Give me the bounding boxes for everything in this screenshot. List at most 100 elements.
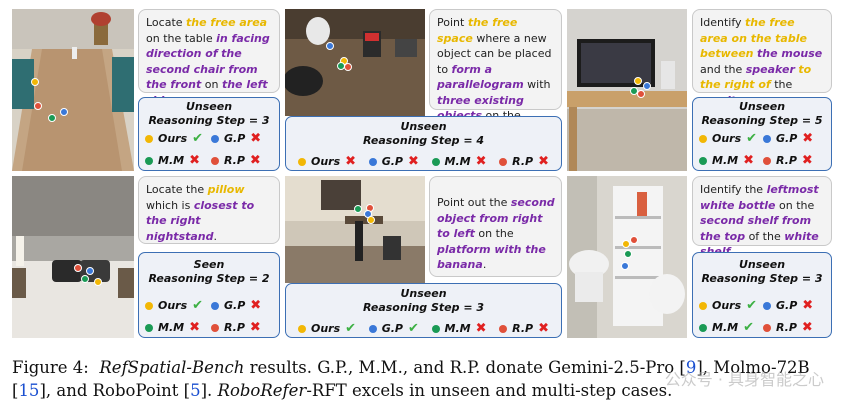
reasoning-step: Reasoning Step = 3 xyxy=(701,272,823,285)
instruction-text: Locate the xyxy=(146,183,208,196)
model-label: G.P xyxy=(776,132,798,145)
model-dot-icon xyxy=(145,156,153,165)
seen-status: Unseen xyxy=(400,120,447,133)
model-dot-icon xyxy=(145,134,153,143)
model-result: G.P✖ xyxy=(211,131,273,146)
citation-link[interactable]: 5 xyxy=(190,381,201,400)
prediction-markers xyxy=(31,78,68,122)
instruction-text: on the xyxy=(775,198,815,212)
model-result: R.P✖ xyxy=(763,153,825,168)
check-icon: ✔ xyxy=(407,321,419,336)
cross-icon: ✖ xyxy=(249,320,261,335)
instruction-box: Locate the pillow which is closest to th… xyxy=(138,176,280,244)
highlight-phrase: second shelf from the top xyxy=(700,214,812,243)
reasoning-step: Reasoning Step = 4 xyxy=(362,134,485,147)
model-label: M.M xyxy=(158,154,185,167)
model-result: Ours✔ xyxy=(699,131,761,146)
instruction-text: with xyxy=(523,78,551,91)
model-dot-icon xyxy=(763,323,771,332)
photo-objects-table xyxy=(285,9,425,116)
highlight-phrase: the free space xyxy=(437,16,518,45)
instruction-box: Identify the leftmost white bottle on th… xyxy=(692,176,832,258)
model-label: G.P xyxy=(224,132,246,145)
model-result: R.P✖ xyxy=(763,320,825,335)
instruction-text: Point xyxy=(437,16,468,29)
cross-icon: ✖ xyxy=(475,154,487,169)
figure-label: Figure 4: xyxy=(12,358,89,377)
result-row: Ours✔G.P✔M.M✖R.P✖ xyxy=(298,321,549,336)
highlight-phrase: the free area xyxy=(186,16,268,29)
citation-link[interactable]: 9 xyxy=(685,358,697,377)
model-label: Ours xyxy=(311,155,341,168)
model-dot-icon xyxy=(298,324,306,333)
model-result: R.P✖ xyxy=(211,320,273,335)
instruction-text: which is xyxy=(146,198,194,212)
model-label: G.P xyxy=(381,155,403,168)
reasoning-step: Reasoning Step = 3 xyxy=(148,114,270,127)
method-name: RoboRefer xyxy=(217,381,307,400)
model-label: G.P xyxy=(224,299,246,312)
check-icon: ✔ xyxy=(345,321,357,336)
result-row: M.M✖R.P✖ xyxy=(145,153,273,168)
prediction-markers xyxy=(74,264,102,286)
model-label: M.M xyxy=(444,322,471,335)
figure-caption: Figure 4: RefSpatial-Bench results. G.P.… xyxy=(12,358,810,400)
photo-bedroom xyxy=(12,176,134,338)
instruction-text: . xyxy=(213,229,218,243)
prediction-markers xyxy=(630,77,651,98)
check-icon: ✔ xyxy=(746,298,758,313)
instruction-text: . xyxy=(482,258,487,271)
model-label: G.P xyxy=(776,299,798,312)
model-result: G.P✖ xyxy=(763,298,825,313)
model-result: G.P✖ xyxy=(211,298,273,313)
model-label: M.M xyxy=(444,155,471,168)
model-dot-icon xyxy=(499,157,508,166)
instruction-text: Identify xyxy=(700,16,746,29)
model-label: R.P xyxy=(776,154,797,167)
cross-icon: ✖ xyxy=(538,154,549,169)
instruction-text: Locate xyxy=(146,16,187,29)
highlight-phrase: the free area on the table between xyxy=(700,16,807,60)
highlight-phrase: platform with the banana xyxy=(437,242,546,272)
highlight-phrase: in facing direction of xyxy=(146,31,270,61)
model-dot-icon xyxy=(211,134,219,143)
instruction-text: on the xyxy=(474,227,514,240)
result-row: Ours✔G.P✖ xyxy=(699,131,825,146)
instruction-text: on the table xyxy=(146,31,217,45)
model-result: M.M✖ xyxy=(145,320,207,335)
highlight-phrase: leftmost white bottle xyxy=(700,183,819,212)
instruction-text: and the xyxy=(700,62,746,76)
model-result: R.P✖ xyxy=(211,153,273,168)
model-label: R.P xyxy=(776,321,797,334)
result-row: M.M✖ R.P✖ xyxy=(145,320,273,335)
model-dot-icon xyxy=(211,156,219,165)
model-dot-icon xyxy=(699,323,707,332)
model-result: M.M✖ xyxy=(431,321,487,336)
seen-status: Unseen xyxy=(185,100,233,113)
citation-link[interactable]: 15 xyxy=(18,381,40,400)
model-label: R.P xyxy=(224,154,245,167)
result-row: M.M✔R.P✖ xyxy=(699,320,825,335)
model-label: Ours xyxy=(158,132,188,145)
result-row: Ours✔G.P✖ xyxy=(145,131,273,146)
model-dot-icon xyxy=(211,323,219,332)
highlight-phrase: speaker xyxy=(745,62,795,76)
benchmark-name: RefSpatial-Bench xyxy=(99,358,245,377)
instruction-text: . xyxy=(730,245,734,258)
model-dot-icon xyxy=(763,301,771,310)
model-result: R.P✖ xyxy=(499,321,549,336)
instruction-text: Identify the xyxy=(700,183,767,196)
highlight-phrase: pillow xyxy=(207,183,245,196)
seen-status: Unseen xyxy=(738,100,786,113)
model-dot-icon xyxy=(368,324,377,333)
prediction-markers xyxy=(354,204,375,224)
model-dot-icon xyxy=(145,301,153,310)
cross-icon: ✖ xyxy=(538,321,549,336)
instruction-text: of the xyxy=(745,229,785,243)
model-result: Ours✔ xyxy=(298,321,356,336)
photo-dining-table xyxy=(12,9,134,171)
model-dot-icon xyxy=(298,157,306,166)
model-result: Ours✔ xyxy=(145,298,207,313)
